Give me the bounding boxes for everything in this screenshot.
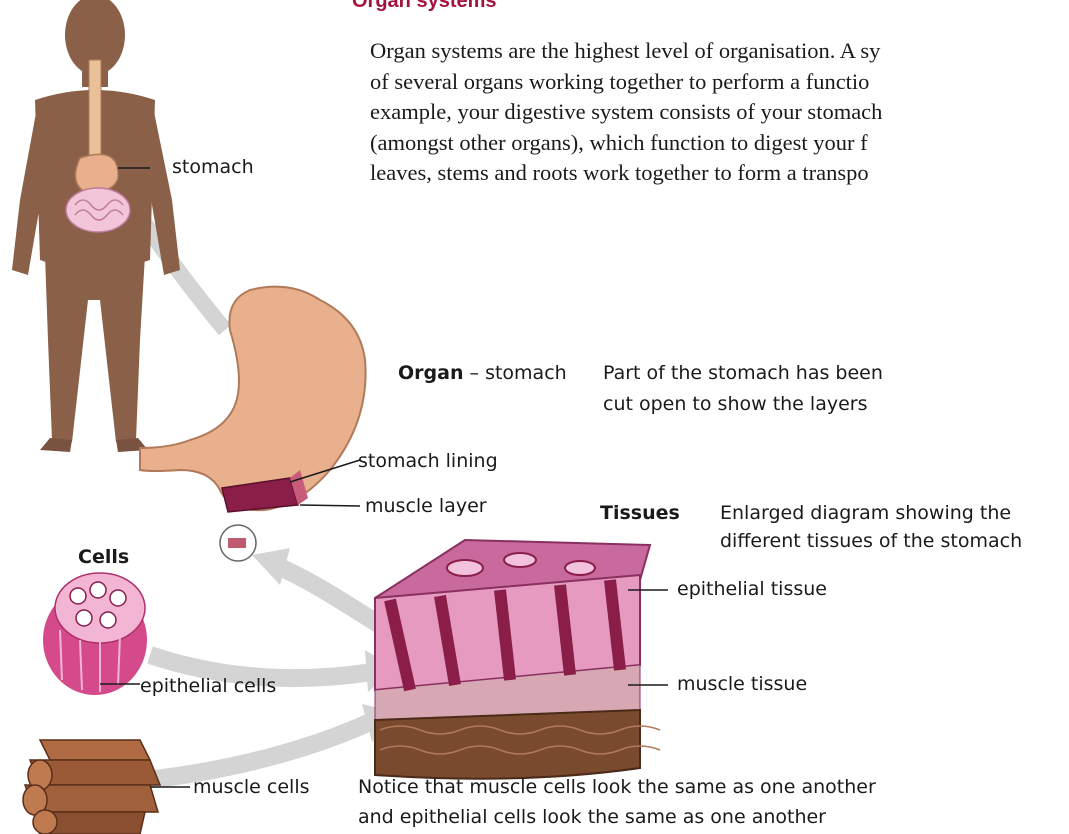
tissue-block-illustration xyxy=(375,540,660,779)
paragraph-line: leaves, stems and roots work together to… xyxy=(370,158,1069,189)
notice-line: Notice that muscle cells look the same a… xyxy=(358,776,876,798)
muscle-layer-label: muscle layer xyxy=(365,495,487,517)
paragraph-line: Organ systems are the highest level of o… xyxy=(370,36,1069,67)
muscle-cells-illustration xyxy=(23,740,160,834)
organ-description-line: Part of the stomach has been xyxy=(603,362,883,384)
tissues-description-line: different tissues of the stomach xyxy=(720,530,1022,552)
cells-label: Cells xyxy=(78,546,129,568)
epithelial-cells-label: epithelial cells xyxy=(140,675,276,697)
body-paragraph: Organ systems are the highest level of o… xyxy=(370,36,1069,189)
organ-label: Organ – stomach xyxy=(398,362,567,384)
organ-label-bold: Organ xyxy=(398,362,463,384)
muscle-cells-label: muscle cells xyxy=(193,776,310,798)
organ-description-line: cut open to show the layers xyxy=(603,393,867,415)
paragraph-line: example, your digestive system consists … xyxy=(370,97,1069,128)
muscle-tissue-label: muscle tissue xyxy=(677,673,807,695)
arrow-muscle-cells-to-tissue xyxy=(145,704,395,780)
muscle-layer-leader xyxy=(300,505,360,506)
section-heading: Organ systems xyxy=(352,0,497,13)
stomach-lining-label: stomach lining xyxy=(358,450,498,472)
tissues-label: Tissues xyxy=(600,502,680,524)
stomach-organ-illustration xyxy=(140,287,366,561)
epithelial-tissue-label: epithelial tissue xyxy=(677,578,827,600)
epithelial-cells-illustration xyxy=(43,573,147,695)
paragraph-line: (amongst other organs), which function t… xyxy=(370,128,1069,159)
arrow-tissue-to-stomach xyxy=(252,548,380,625)
notice-line: and epithelial cells look the same as on… xyxy=(358,806,826,828)
organ-label-rest: – stomach xyxy=(463,362,566,384)
tissues-description-line: Enlarged diagram showing the xyxy=(720,502,1011,524)
stomach-label: stomach xyxy=(172,156,254,178)
paragraph-line: of several organs working together to pe… xyxy=(370,67,1069,98)
